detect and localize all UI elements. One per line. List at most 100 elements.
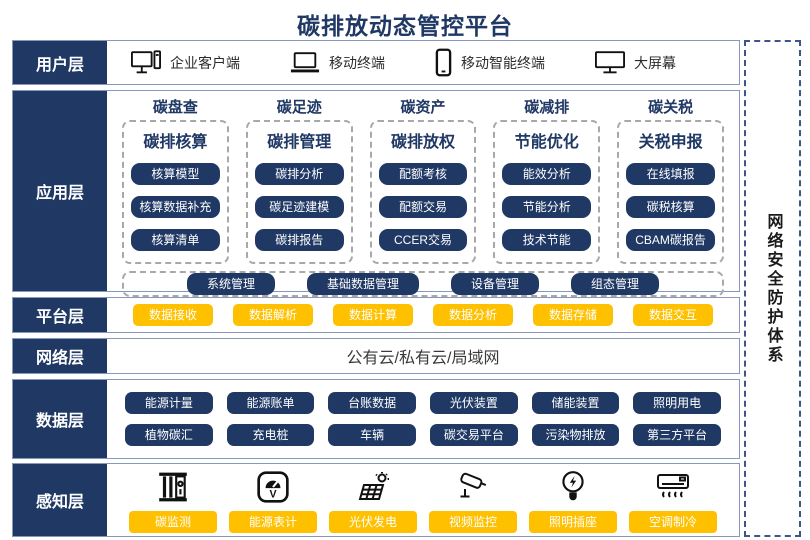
app-chip: 设备管理: [451, 273, 540, 295]
app-column-subheader: 节能优化: [514, 134, 579, 151]
air-conditioner-icon: [655, 470, 691, 504]
data-chip: 台账数据: [328, 392, 416, 414]
perc-item-label: 照明插座: [529, 511, 617, 533]
application-columns: 碳盘查 碳排核算 核算模型 核算数据补充 核算清单 碳足迹 碳排管理 碳排分析: [107, 91, 739, 264]
app-chip: 碳税核算: [626, 196, 715, 218]
app-chip: 组态管理: [571, 273, 660, 295]
app-chip: CCER交易: [378, 229, 468, 251]
layer-application: 应用层 碳盘查 碳排核算 核算模型 核算数据补充 核算清单 碳足迹: [12, 90, 740, 297]
perc-item-label: 碳监测: [129, 511, 217, 533]
app-column-header: 碳关税: [648, 99, 694, 116]
app-column-carbon-reduction: 碳减排 节能优化 能效分析 节能分析 技术节能: [493, 96, 601, 264]
application-content: 碳盘查 碳排核算 核算模型 核算数据补充 核算清单 碳足迹 碳排管理 碳排分析: [107, 91, 739, 297]
user-item-label: 大屏幕: [634, 54, 676, 71]
app-chip: 在线填报: [626, 163, 715, 185]
app-chip: 节能分析: [502, 196, 592, 218]
app-column-subheader: 关税申报: [638, 134, 703, 151]
layer-platform: 平台层 数据接收 数据解析 数据计算 数据分析 数据存储 数据交互: [12, 297, 740, 333]
layer-label-application: 应用层: [13, 91, 107, 291]
perc-item-ac: 空调制冷: [629, 470, 717, 533]
data-chip: 储能装置: [531, 392, 620, 414]
app-chip: 核算数据补充: [131, 196, 220, 218]
app-column-header: 碳资产: [400, 99, 446, 116]
layer-network: 网络层 公有云/私有云/局域网: [12, 338, 740, 374]
layer-label-perception: 感知层: [13, 464, 107, 536]
app-column-header: 碳盘查: [152, 99, 198, 116]
app-chip: 配额考核: [378, 163, 468, 185]
platform-buttons: 数据接收 数据解析 数据计算 数据分析 数据存储 数据交互: [107, 298, 739, 332]
layer-data: 数据层 能源计量 能源账单 台账数据 光伏装置 储能装置 照明用电 植物碳汇 充…: [12, 379, 740, 459]
layer-perception: 感知层 碳监测: [12, 463, 740, 537]
perc-item-label: 空调制冷: [629, 511, 717, 533]
data-chip: 充电桩: [226, 424, 315, 446]
page-title: 碳排放动态管控平台: [297, 13, 513, 39]
app-chip: 碳排报告: [254, 229, 344, 251]
light-bulb-icon: [557, 470, 589, 504]
user-item-enterprise-client: 企业客户端: [131, 50, 240, 75]
platform-chip: 数据计算: [333, 304, 413, 326]
smartphone-icon: [435, 48, 452, 77]
layer-label-network: 网络层: [13, 339, 107, 373]
data-chip: 植物碳汇: [125, 424, 213, 446]
perc-item-solar: 光伏发电: [329, 470, 417, 533]
user-terminals: 企业客户端 移动终端: [107, 41, 739, 84]
user-item-smart-terminal: 移动智能终端: [435, 48, 545, 77]
carbon-monitor-icon: [156, 470, 190, 504]
app-chip: CBAM碳报告: [626, 229, 715, 251]
app-common-management-box: 系统管理 基础数据管理 设备管理 组态管理: [122, 271, 724, 297]
app-column-box: 碳排核算 核算模型 核算数据补充 核算清单: [122, 120, 229, 264]
big-screen-icon: [595, 50, 625, 75]
app-chip: 技术节能: [502, 229, 592, 251]
app-column-header: 碳足迹: [276, 99, 322, 116]
app-column-subheader: 碳排管理: [267, 134, 332, 151]
app-column-box: 节能优化 能效分析 节能分析 技术节能: [493, 120, 601, 264]
perc-item-label: 视频监控: [429, 511, 517, 533]
app-column-box: 碳排管理 碳排分析 碳足迹建模 碳排报告: [245, 120, 353, 264]
data-sources: 能源计量 能源账单 台账数据 光伏装置 储能装置 照明用电 植物碳汇 充电桩 车…: [107, 380, 739, 458]
perc-item-label: 能源表计: [229, 511, 317, 533]
platform-chip: 数据解析: [233, 304, 313, 326]
user-item-label: 移动智能终端: [461, 54, 545, 71]
app-chip: 系统管理: [186, 273, 275, 295]
perception-devices: 碳监测 V 能源表计: [107, 464, 739, 536]
app-column-header: 碳减排: [524, 99, 570, 116]
perc-item-label: 光伏发电: [329, 511, 417, 533]
app-chip: 能效分析: [502, 163, 592, 185]
data-chip: 污染物排放: [531, 424, 620, 446]
security-sidebar-label: 网络安全防护体系: [764, 212, 782, 365]
laptop-icon: [290, 51, 320, 74]
platform-chip: 数据存储: [533, 304, 613, 326]
data-chip: 碳交易平台: [429, 424, 518, 446]
cctv-camera-icon: [455, 470, 491, 504]
energy-meter-icon: V: [256, 470, 290, 504]
app-column-box: 关税申报 在线填报 碳税核算 CBAM碳报告: [617, 120, 724, 264]
data-chip: 照明用电: [633, 392, 721, 414]
app-column-carbon-asset: 碳资产 碳排放权 配额考核 配额交易 CCER交易: [369, 96, 477, 264]
app-chip: 碳排分析: [254, 163, 344, 185]
app-column-box: 碳排放权 配额考核 配额交易 CCER交易: [369, 120, 477, 264]
user-item-big-screen: 大屏幕: [595, 50, 676, 75]
user-item-label: 企业客户端: [170, 54, 240, 71]
data-chip: 能源计量: [125, 392, 213, 414]
app-column-carbon-footprint: 碳足迹 碳排管理 碳排分析 碳足迹建模 碳排报告: [245, 96, 353, 264]
user-item-mobile-terminal: 移动终端: [290, 51, 385, 74]
app-column-subheader: 碳排放权: [390, 134, 455, 151]
app-column-subheader: 碳排核算: [143, 134, 208, 151]
security-sidebar: 网络安全防护体系: [744, 40, 801, 537]
user-item-label: 移动终端: [329, 54, 385, 71]
desktop-pc-icon: [131, 50, 161, 75]
perc-item-energy-meter: V 能源表计: [229, 470, 317, 533]
app-column-carbon-inventory: 碳盘查 碳排核算 核算模型 核算数据补充 核算清单: [122, 96, 229, 264]
layer-user: 用户层 企业客户端: [12, 40, 740, 85]
network-cloud-text: 公有云/私有云/局域网: [346, 350, 500, 367]
platform-chip: 数据接收: [133, 304, 213, 326]
app-chip: 碳足迹建模: [254, 196, 344, 218]
layer-label-platform: 平台层: [13, 298, 107, 332]
data-chip: 第三方平台: [633, 424, 721, 446]
svg-text:V: V: [269, 489, 276, 501]
perc-item-carbon-monitor: 碳监测: [129, 470, 217, 533]
app-chip: 核算清单: [131, 229, 220, 251]
app-column-carbon-tariff: 碳关税 关税申报 在线填报 碳税核算 CBAM碳报告: [617, 96, 724, 264]
solar-panel-icon: [355, 470, 391, 504]
app-chip: 配额交易: [378, 196, 468, 218]
